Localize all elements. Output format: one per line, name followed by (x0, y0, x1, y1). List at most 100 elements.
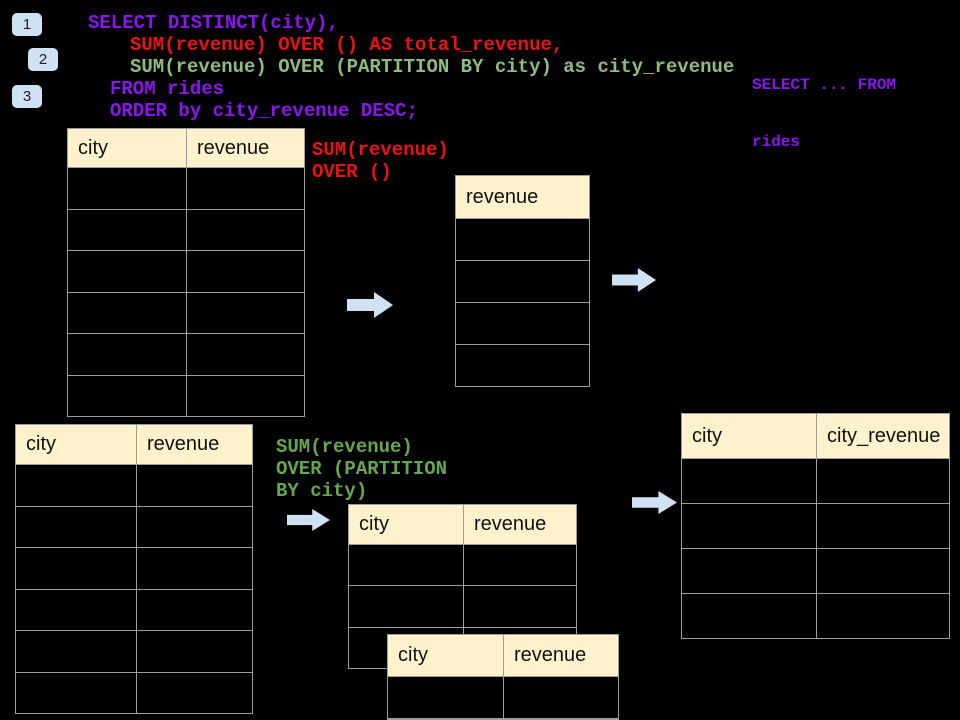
column-header-revenue: revenue (474, 513, 547, 535)
table-cell-empty (456, 303, 589, 344)
table-cell-empty (16, 506, 137, 547)
table-row (388, 676, 618, 718)
table-cell-empty (349, 545, 464, 586)
column-header-revenue: revenue (466, 185, 539, 208)
sql-line-from: FROM rides (110, 78, 225, 100)
table-cell-empty (187, 293, 304, 334)
column-header-city: city (349, 505, 464, 544)
sql-code-block: SELECT DISTINCT(city), SUM(revenue) OVER… (88, 12, 734, 122)
annotation-partition-line-3: BY city) (276, 480, 368, 502)
sql-line-order: ORDER by city_revenue DESC; (110, 100, 418, 122)
table-header-row: city revenue (349, 505, 576, 544)
step-badge-1: 1 (12, 13, 42, 36)
table-cell-empty (137, 465, 252, 506)
table-header-row: revenue (456, 176, 589, 218)
table-rides-source-top: city revenue (67, 128, 305, 417)
table-cell-empty (68, 334, 187, 375)
side-note-select-from-rides: SELECT ... FROM rides (752, 38, 896, 190)
table-cell-empty (137, 507, 252, 548)
step-badge-1-label: 1 (22, 16, 32, 33)
table-cell-empty (16, 631, 137, 672)
table-row (16, 630, 252, 672)
table-row (16, 464, 252, 506)
column-header-city: city (68, 129, 187, 167)
table-cell-empty (68, 168, 187, 209)
table-row (16, 547, 252, 589)
table-row (456, 344, 589, 386)
step-badge-3-label: 3 (22, 88, 32, 105)
table-cell-empty (682, 504, 817, 548)
table-partition-overlay: city revenue (387, 634, 619, 720)
table-row (682, 593, 949, 638)
table-cell-empty (682, 459, 817, 503)
table-cell-empty (16, 465, 137, 506)
column-header-revenue: revenue (514, 644, 587, 666)
table-row (68, 208, 304, 251)
table-row (16, 505, 252, 548)
table-cell-empty (464, 545, 576, 585)
table-row (682, 458, 949, 503)
table-cell-empty (137, 631, 252, 672)
table-partition-intermediate: city revenue (348, 504, 577, 669)
table-row (68, 333, 304, 375)
column-header-city: city (16, 425, 137, 464)
table-row (68, 291, 304, 334)
table-cell-empty (817, 504, 949, 548)
table-cell-empty (16, 589, 137, 630)
table-cell-empty (187, 251, 304, 292)
table-cell-empty (68, 251, 187, 292)
step-badge-2-label: 2 (38, 51, 48, 68)
table-cell-empty (464, 586, 576, 626)
table-cell-empty (349, 586, 464, 627)
sql-line-partition: SUM(revenue) OVER (PARTITION BY city) as… (130, 56, 735, 78)
table-header-row: city revenue (68, 129, 304, 167)
column-header-city: city (682, 414, 817, 458)
sql-line-total-sum: SUM(revenue) OVER () AS total_revenue, (130, 34, 564, 56)
table-cell-empty (16, 548, 137, 589)
table-total-revenue-result: revenue (455, 175, 590, 387)
annotation-total-line-2: OVER () (312, 161, 392, 183)
table-cell-empty (456, 345, 589, 386)
table-cell-empty (16, 672, 137, 713)
annotation-partition-line-2: OVER (PARTITION (276, 458, 448, 480)
table-cell-empty (187, 334, 304, 375)
table-row (68, 374, 304, 417)
table-cell-empty (682, 549, 817, 593)
table-header-row: city city_revenue (682, 414, 949, 458)
table-row (456, 302, 589, 344)
table-cell-empty (682, 594, 817, 638)
column-header-city_revenue: city_revenue (827, 424, 941, 447)
flow-arrow-right-icon-3 (287, 509, 330, 531)
table-cell-empty (817, 594, 949, 638)
table-row (349, 585, 576, 627)
table-cell-empty (187, 210, 304, 251)
table-row (388, 718, 618, 719)
flow-arrow-right-icon-2 (612, 268, 656, 292)
table-row (68, 250, 304, 292)
table-cell-empty (388, 677, 504, 718)
table-row (68, 167, 304, 209)
side-note-line-2: rides (752, 133, 801, 151)
annotation-partition: SUM(revenue) OVER (PARTITION BY city) (276, 436, 447, 502)
table-cell-empty (817, 459, 949, 503)
table-row (16, 588, 252, 630)
column-header-city: city (388, 635, 504, 676)
table-header-row: city revenue (388, 635, 618, 676)
table-cell-empty (456, 261, 589, 302)
column-header-revenue: revenue (197, 136, 270, 159)
table-row (349, 544, 576, 586)
table-row (456, 218, 589, 260)
table-city-revenue-result: city city_revenue (681, 413, 950, 639)
table-row (456, 260, 589, 302)
table-cell-empty (187, 376, 304, 417)
table-cell-empty (68, 209, 187, 250)
flow-arrow-right-icon-4 (632, 491, 677, 514)
table-cell-empty (137, 673, 252, 714)
table-cell-empty (504, 677, 618, 718)
side-note-line-1: SELECT ... FROM (752, 76, 897, 94)
table-cell-empty (817, 549, 949, 593)
annotation-total-line-1: SUM(revenue) (312, 139, 449, 161)
table-cell-empty (68, 292, 187, 333)
